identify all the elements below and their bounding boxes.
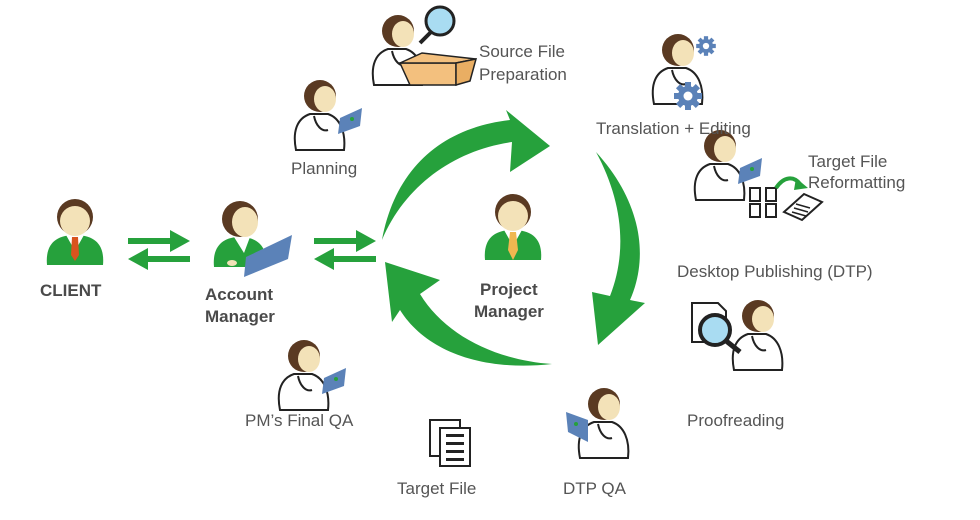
reformatting-label-line2: Reformatting xyxy=(808,173,906,192)
target-file-icon xyxy=(429,419,471,467)
project-manager-label-line2: Manager xyxy=(474,302,544,321)
source-prep-label-line1: Source File xyxy=(479,42,565,61)
reformatting-label-line1: Target File xyxy=(808,152,888,171)
planning-icon xyxy=(293,79,362,151)
target-file-reformatting-icon xyxy=(693,129,824,222)
final-qa-label: PM’s Final QA xyxy=(245,411,354,430)
client-person-icon xyxy=(46,199,104,265)
project-manager-label-line1: Project xyxy=(480,280,538,299)
proofreading-icon xyxy=(691,299,784,371)
cycle-arrow-right xyxy=(592,152,645,345)
source-file-preparation-icon xyxy=(371,5,478,86)
bidirectional-arrow-am-pm xyxy=(314,230,376,270)
proofreading-label: Proofreading xyxy=(687,411,785,430)
dtp-qa-icon xyxy=(566,387,630,459)
account-manager-label-line1: Account xyxy=(205,285,273,304)
translation-icon xyxy=(651,33,716,110)
source-prep-label-line2: Preparation xyxy=(479,65,567,84)
planning-label: Planning xyxy=(291,159,358,178)
project-manager-icon xyxy=(484,194,542,260)
cycle-arrow-top xyxy=(382,110,550,240)
client-label: CLIENT xyxy=(40,281,102,300)
final-qa-icon xyxy=(277,339,346,411)
dtp-label: Desktop Publishing (DTP) xyxy=(677,262,873,281)
translation-label: Translation + Editing xyxy=(596,119,751,138)
target-file-label: Target File xyxy=(397,479,477,498)
cycle-arrow-bottom xyxy=(385,262,552,366)
account-manager-label-line2: Manager xyxy=(205,307,275,326)
bidirectional-arrow-client-am xyxy=(128,230,190,270)
dtp-qa-label: DTP QA xyxy=(563,479,626,498)
account-manager-icon xyxy=(213,201,292,277)
